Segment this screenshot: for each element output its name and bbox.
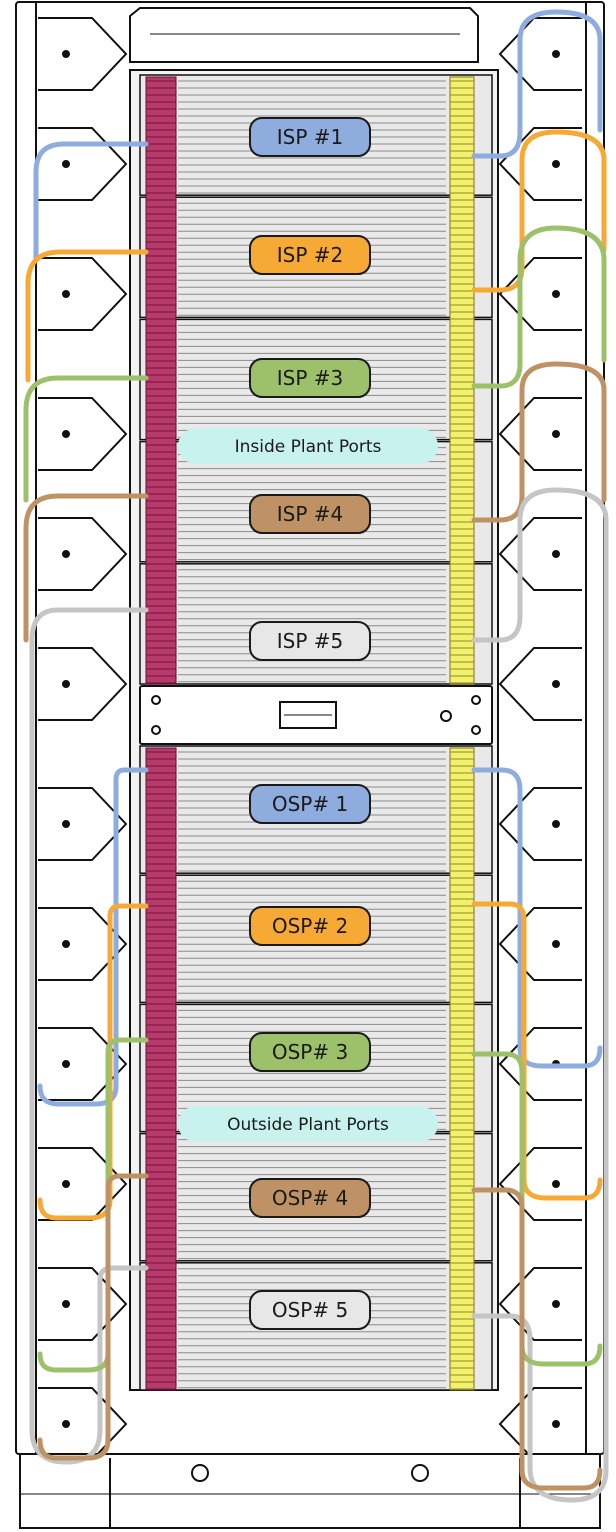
- right-manager-screw: [553, 1421, 559, 1427]
- isp-label-1-text: ISP #1: [277, 125, 344, 149]
- left-manager-screw: [63, 161, 69, 167]
- divider-panel: [140, 686, 492, 744]
- osp-label-5: OSP# 5: [250, 1291, 370, 1329]
- right-manager-screw: [553, 1301, 559, 1307]
- osp-label-3-text: OSP# 3: [272, 1040, 348, 1064]
- left-manager-screw: [63, 681, 69, 687]
- osp-label-2: OSP# 2: [250, 907, 370, 945]
- osp-label-3: OSP# 3: [250, 1033, 370, 1071]
- left-manager-finger: [38, 648, 126, 720]
- right-manager-screw: [553, 1181, 559, 1187]
- osp-label-4-text: OSP# 4: [272, 1186, 348, 1210]
- rack-base: [20, 1454, 600, 1528]
- osp-label-1-text: OSP# 1: [272, 792, 348, 816]
- osp-label-2-text: OSP# 2: [272, 914, 348, 938]
- right-manager-finger: [500, 518, 582, 590]
- outside-plant-label: Outside Plant Ports: [178, 1106, 438, 1142]
- isp-label-2-text: ISP #2: [277, 243, 344, 267]
- left-connector-strip: [146, 77, 176, 684]
- left-manager-finger: [38, 398, 126, 470]
- right-manager-finger: [500, 258, 582, 330]
- left-manager-finger: [38, 788, 126, 860]
- osp-label-1: OSP# 1: [250, 785, 370, 823]
- right-manager-screw: [553, 941, 559, 947]
- isp-label-4-text: ISP #4: [277, 502, 344, 526]
- left-manager-screw: [63, 1421, 69, 1427]
- right-manager-finger: [500, 128, 582, 200]
- inside-plant-label: Inside Plant Ports: [178, 428, 438, 464]
- right-manager-finger: [500, 648, 582, 720]
- right-manager-screw: [553, 551, 559, 557]
- top-cap: [130, 8, 478, 62]
- left-manager-finger: [38, 128, 126, 200]
- right-manager-finger: [500, 908, 582, 980]
- right-connector-strip: [450, 77, 474, 684]
- left-manager-screw: [63, 1061, 69, 1067]
- right-manager-finger: [500, 788, 582, 860]
- right-manager-screw: [553, 291, 559, 297]
- osp-label-5-text: OSP# 5: [272, 1298, 348, 1322]
- left-manager-finger: [38, 908, 126, 980]
- isp-label-5: ISP #5: [250, 622, 370, 660]
- right-manager-finger: [500, 1268, 582, 1340]
- left-manager-finger: [38, 18, 126, 90]
- osp-label-4: OSP# 4: [250, 1179, 370, 1217]
- right-manager-screw: [553, 51, 559, 57]
- left-manager-screw: [63, 551, 69, 557]
- right-manager-screw: [553, 821, 559, 827]
- left-manager-screw: [63, 431, 69, 437]
- left-manager-finger: [38, 1268, 126, 1340]
- left-manager-screw: [63, 51, 69, 57]
- right-manager-finger: [500, 1388, 582, 1460]
- left-manager-finger: [38, 1388, 126, 1460]
- left-manager-screw: [63, 1301, 69, 1307]
- isp-label-5-text: ISP #5: [277, 629, 344, 653]
- right-manager-screw: [553, 431, 559, 437]
- left-connector-strip: [146, 748, 176, 1390]
- right-connector-strip: [450, 748, 474, 1390]
- left-manager-screw: [63, 1181, 69, 1187]
- left-manager-screw: [63, 291, 69, 297]
- right-manager-finger: [500, 18, 582, 90]
- isp-label-2: ISP #2: [250, 236, 370, 274]
- isp-label-3-text: ISP #3: [277, 366, 344, 390]
- inside-plant-label-text: Inside Plant Ports: [235, 437, 382, 457]
- left-manager-finger: [38, 258, 126, 330]
- left-manager-finger: [38, 1148, 126, 1220]
- right-manager-screw: [553, 681, 559, 687]
- left-manager-screw: [63, 821, 69, 827]
- left-manager-screw: [63, 941, 69, 947]
- right-manager-finger: [500, 1148, 582, 1220]
- isp-label-4: ISP #4: [250, 495, 370, 533]
- right-manager-finger: [500, 398, 582, 470]
- isp-label-3: ISP #3: [250, 359, 370, 397]
- isp-label-1: ISP #1: [250, 118, 370, 156]
- left-manager-finger: [38, 518, 126, 590]
- outside-plant-label-text: Outside Plant Ports: [227, 1115, 389, 1135]
- right-manager-screw: [553, 161, 559, 167]
